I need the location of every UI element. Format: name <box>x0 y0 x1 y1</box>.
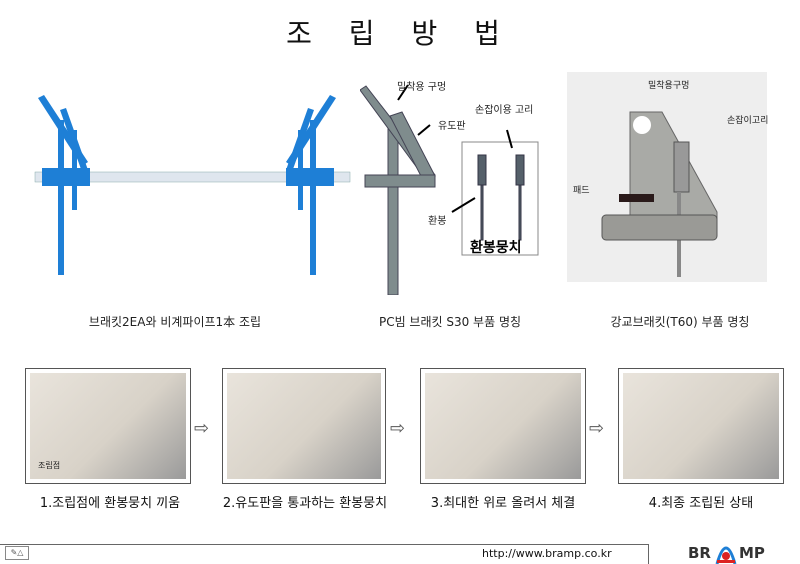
step-4-photo <box>618 368 784 484</box>
label-handle: 손잡이용 고리 <box>475 105 534 116</box>
footer-icon: ✎△ <box>5 546 29 560</box>
step-2-caption: 2.유도판을 통과하는 환봉뭉치 <box>222 496 388 511</box>
right-photo-caption: 강교브래킷(T60) 부품 명칭 <box>610 315 750 329</box>
arrow-right-icon: ⇨ <box>390 418 406 439</box>
bramp-logo: BR MP <box>688 544 765 564</box>
footer-url[interactable]: http://www.bramp.co.kr <box>482 547 612 560</box>
step-3-photo <box>420 368 586 484</box>
pc-beam-bracket-photo <box>360 84 539 295</box>
label-rod: 환봉 <box>428 216 447 227</box>
step-1-caption: 1.조립점에 환봉뭉치 끼움 <box>39 496 181 511</box>
label-pad: 패드 <box>573 186 590 196</box>
label-hole-t60: 밀착용구멍 <box>648 81 690 91</box>
left-diagram-caption: 브래킷2EA와 비계파이프1本 조립 <box>88 315 262 329</box>
right-bracket <box>286 95 336 275</box>
bracket-assembly-diagram <box>34 95 351 275</box>
arrow-right-icon: ⇨ <box>589 418 605 439</box>
label-guide: 유도판 <box>438 121 466 132</box>
arrow-right-icon: ⇨ <box>194 418 210 439</box>
page-title: 조 립 방 법 <box>286 17 514 50</box>
footer-bar <box>0 544 649 564</box>
step-1-photo: 조립점 <box>25 368 191 484</box>
left-bracket <box>38 95 90 275</box>
pipe <box>34 171 351 183</box>
middle-photo-caption: PC빔 브래킷 S30 부품 명칭 <box>378 315 522 329</box>
step-2-photo <box>222 368 386 484</box>
step-4-caption: 4.최종 조립된 상태 <box>648 496 754 511</box>
step-3-caption: 3.최대한 위로 올려서 체결 <box>430 496 576 511</box>
label-handle-t60: 손잡이고리 <box>727 116 769 126</box>
label-assembly-point: 조립점 <box>38 461 61 470</box>
steel-bridge-bracket-photo <box>567 72 767 282</box>
label-rod-set: 환봉뭉치 <box>470 240 522 256</box>
label-hole: 밀착용 구멍 <box>397 82 447 93</box>
